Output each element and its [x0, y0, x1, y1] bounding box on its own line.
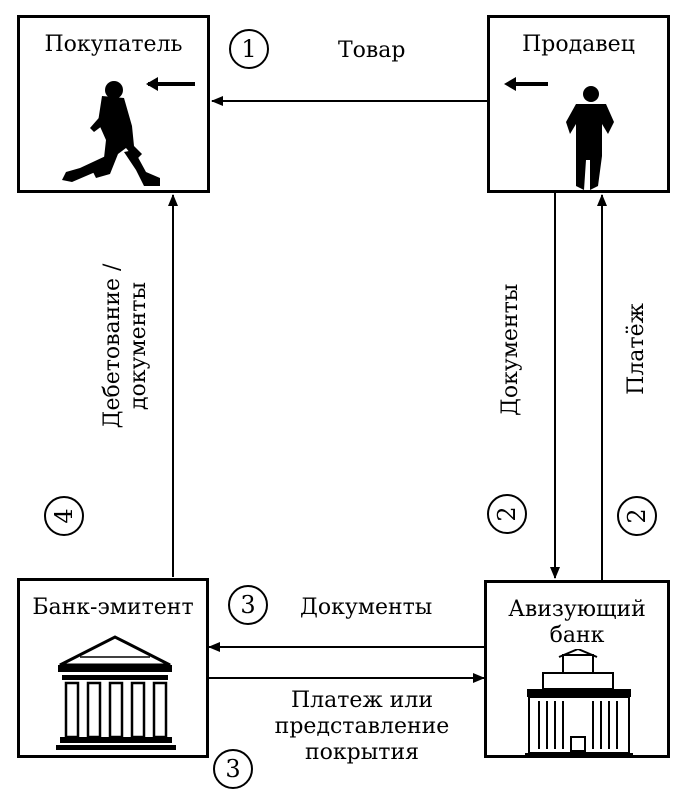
- payment-to-seller-label: Платёж: [624, 303, 649, 395]
- docs-to-advising-label: Документы: [498, 283, 523, 416]
- seller-box: Продавец: [487, 15, 670, 193]
- debit-docs-line1: Дебетование /: [100, 263, 125, 429]
- docs-to-issuing-label: Документы: [300, 595, 433, 620]
- classical-bank-icon: [56, 635, 176, 750]
- advising-bank-title-line2: банк: [549, 623, 605, 648]
- issuing-bank-box: Банк-эмитент: [17, 578, 209, 758]
- seller-title: Продавец: [522, 32, 635, 57]
- walking-buyer-icon: [62, 77, 195, 186]
- buyer-title: Покупатель: [44, 32, 183, 57]
- step-4-circle: 4: [44, 496, 84, 536]
- modern-bank-icon: [525, 649, 633, 758]
- debit-docs-label: Дебетование / документы: [100, 236, 156, 456]
- standing-seller-icon: [504, 77, 614, 190]
- debit-docs-line2: документы: [126, 282, 151, 410]
- payment-or-cover-line1: Платеж или: [290, 688, 433, 713]
- buyer-box: Покупатель: [17, 15, 210, 193]
- step-3-payment-circle: 3: [213, 749, 253, 789]
- payment-or-cover-label: Платеж или представление покрытия: [252, 688, 472, 766]
- step-2-payment-circle: 2: [617, 496, 657, 536]
- issuing-bank-title: Банк-эмитент: [32, 595, 194, 620]
- payment-or-cover-line2: представление: [274, 714, 450, 739]
- step-2-docs-circle: 2: [487, 494, 527, 534]
- advising-bank-box: Авизующий банк: [484, 580, 670, 758]
- step-1-circle: 1: [229, 29, 269, 69]
- payment-or-cover-line3: покрытия: [305, 740, 419, 765]
- goods-label: Товар: [338, 38, 406, 63]
- advising-bank-title-line1: Авизующий: [508, 597, 646, 622]
- step-3-docs-circle: 3: [228, 585, 268, 625]
